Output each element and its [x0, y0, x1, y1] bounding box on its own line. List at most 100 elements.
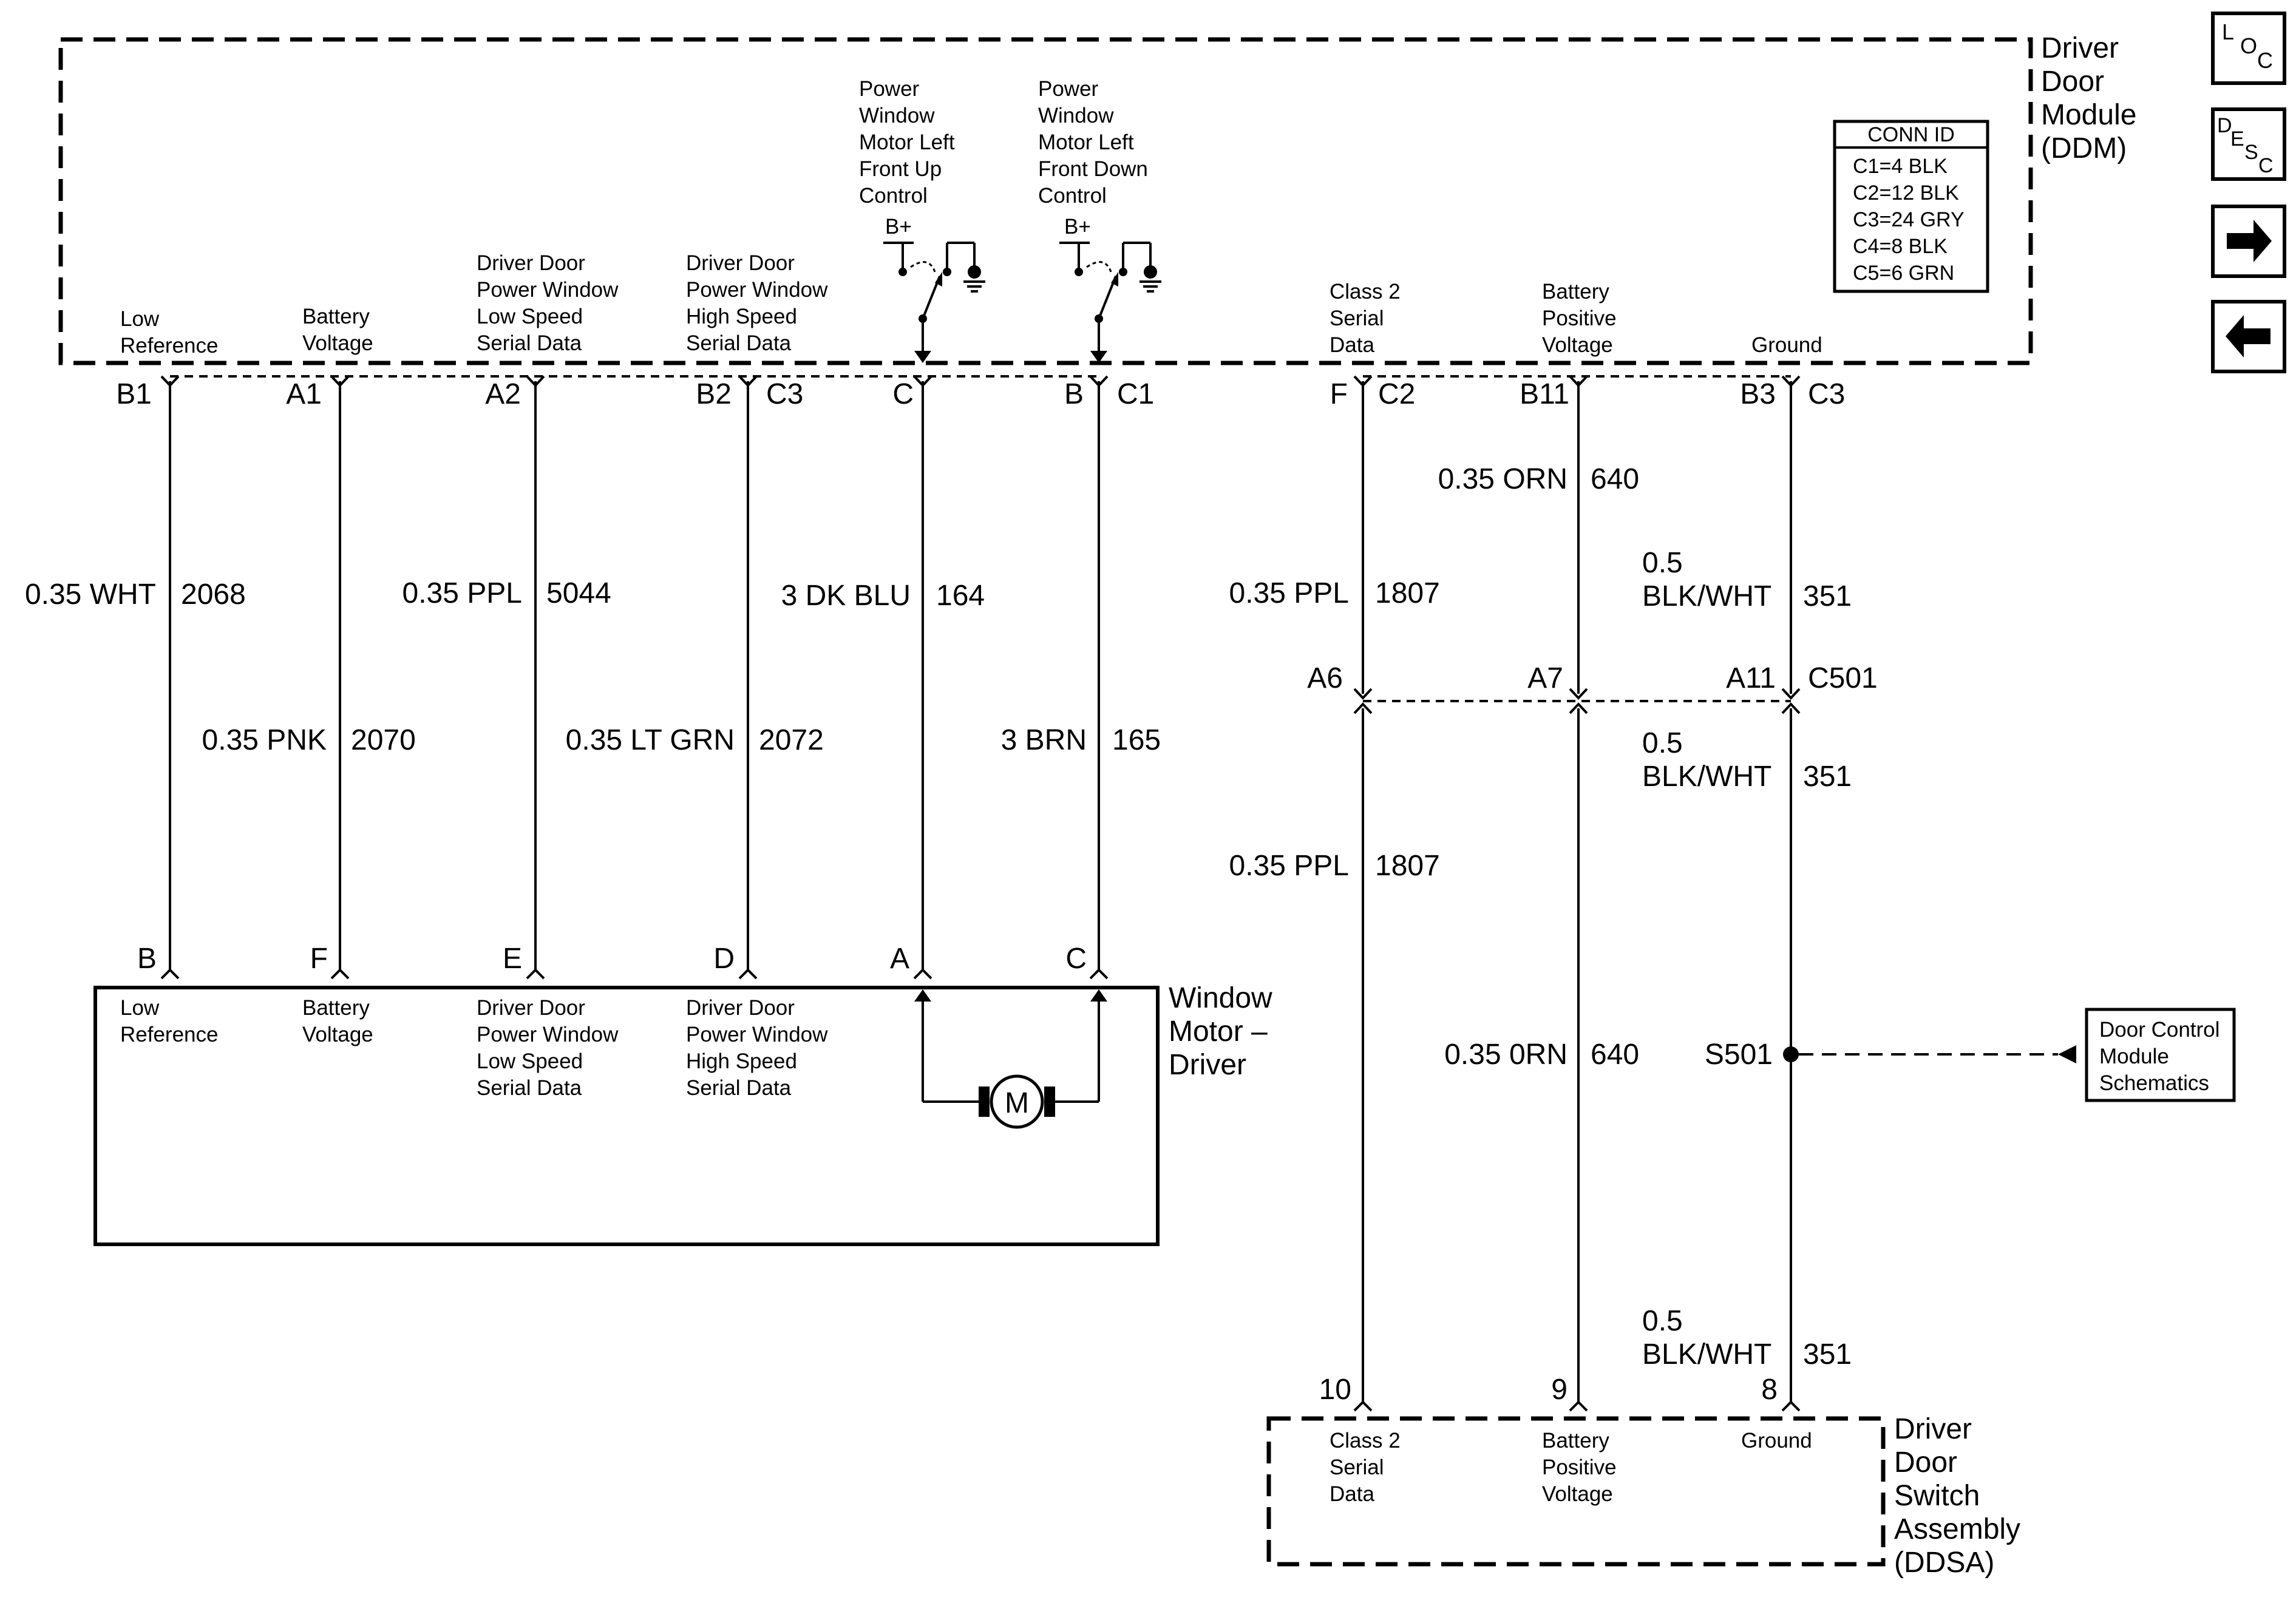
svg-text:B3: B3: [1740, 378, 1776, 410]
svg-text:0.35 PPL: 0.35 PPL: [1229, 577, 1349, 609]
loc-button[interactable]: L O C: [2211, 12, 2286, 85]
svg-text:Serial: Serial: [1330, 307, 1384, 330]
svg-text:Voltage: Voltage: [302, 1023, 373, 1046]
svg-text:Motor Left: Motor Left: [1038, 131, 1134, 154]
svg-text:E: E: [2230, 127, 2244, 151]
svg-text:Front Down: Front Down: [1038, 157, 1148, 181]
svg-text:351: 351: [1803, 761, 1852, 793]
svg-text:Reference: Reference: [120, 334, 218, 358]
svg-text:A2: A2: [485, 378, 521, 410]
svg-text:BLK/WHT: BLK/WHT: [1642, 761, 1771, 793]
svg-text:9: 9: [1551, 1374, 1567, 1406]
svg-text:Ground: Ground: [1741, 1429, 1812, 1453]
svg-text:Battery: Battery: [302, 996, 370, 1020]
svg-text:C3: C3: [766, 378, 803, 410]
prev-button[interactable]: [2211, 300, 2286, 373]
svg-text:1807: 1807: [1375, 577, 1440, 609]
svg-text:Low: Low: [120, 996, 160, 1020]
svg-text:2070: 2070: [351, 724, 416, 756]
svg-text:Motor Left: Motor Left: [859, 131, 955, 154]
svg-text:Power Window: Power Window: [477, 278, 619, 302]
svg-text:351: 351: [1803, 580, 1852, 612]
svg-text:F: F: [310, 943, 328, 975]
svg-text:351: 351: [1803, 1338, 1852, 1371]
svg-text:Driver Door: Driver Door: [477, 251, 585, 275]
svg-text:Power Window: Power Window: [686, 1023, 828, 1046]
next-button[interactable]: [2211, 205, 2286, 278]
svg-text:C: C: [2257, 48, 2273, 73]
ddm-box: [58, 37, 2033, 365]
svg-text:High Speed: High Speed: [686, 305, 797, 328]
circuit-2072: Driver Door Power Window High Speed Seri…: [566, 251, 828, 980]
svg-text:A1: A1: [286, 378, 322, 410]
svg-text:B: B: [1064, 378, 1084, 410]
window-motor-pin-labels: Low Reference Battery Voltage Driver Doo…: [120, 996, 828, 1100]
ddsa-pin-labels: Class 2 Serial Data Battery Positive Vol…: [1330, 1429, 1812, 1506]
svg-text:5044: 5044: [546, 577, 611, 609]
svg-text:Power: Power: [1038, 77, 1099, 101]
svg-text:Control: Control: [859, 184, 928, 208]
svg-text:Door Control: Door Control: [2099, 1018, 2220, 1042]
svg-text:C3=24 GRY: C3=24 GRY: [1853, 208, 1965, 231]
svg-text:Battery: Battery: [1542, 1429, 1609, 1453]
svg-text:B11: B11: [1520, 378, 1569, 410]
svg-text:Power Window: Power Window: [477, 1023, 619, 1046]
svg-text:Data: Data: [1330, 1482, 1374, 1506]
svg-text:C: C: [1065, 943, 1087, 975]
svg-text:0.5: 0.5: [1642, 1305, 1683, 1337]
svg-text:Door: Door: [1894, 1446, 1957, 1479]
svg-text:164: 164: [936, 580, 985, 612]
svg-text:D: D: [713, 943, 735, 975]
svg-text:B+: B+: [885, 215, 912, 239]
svg-text:Driver: Driver: [1894, 1413, 1972, 1445]
arrow-right-icon: [2227, 220, 2272, 262]
svg-text:10: 10: [1319, 1374, 1351, 1406]
svg-text:(DDSA): (DDSA): [1894, 1547, 1994, 1579]
svg-text:0.35 WHT: 0.35 WHT: [25, 578, 156, 611]
svg-text:Driver Door: Driver Door: [686, 251, 795, 275]
svg-text:Module: Module: [2041, 99, 2136, 131]
circuit-5044: Driver Door Power Window Low Speed Seria…: [402, 251, 619, 980]
svg-text:M: M: [1005, 1087, 1029, 1119]
svg-text:0.35 PPL: 0.35 PPL: [402, 577, 522, 609]
svg-text:Positive: Positive: [1542, 1456, 1617, 1479]
svg-text:0.5: 0.5: [1642, 547, 1683, 579]
ddsa-title: Driver Door Switch Assembly (DDSA): [1894, 1413, 2020, 1579]
circuit-1807: Class 2 Serial Data F C2 0.35 PPL 1807 A…: [1229, 280, 1440, 1412]
door-control-module-link[interactable]: Door Control Module Schematics: [2085, 1008, 2236, 1102]
svg-text:165: 165: [1112, 724, 1161, 756]
svg-text:C4=8 BLK: C4=8 BLK: [1853, 235, 1948, 258]
svg-text:Serial Data: Serial Data: [477, 331, 582, 355]
motor-symbol: M: [914, 989, 1107, 1129]
window-motor-title: Window Motor – Driver: [1169, 982, 1272, 1081]
svg-text:C: C: [892, 378, 914, 410]
svg-text:Door: Door: [2041, 66, 2104, 98]
relay-up-control: Power Window Motor Left Front Up Control…: [859, 77, 985, 363]
svg-text:Serial Data: Serial Data: [686, 1076, 792, 1100]
svg-text:Low Speed: Low Speed: [477, 1049, 583, 1073]
svg-text:Ground: Ground: [1751, 333, 1822, 357]
svg-text:Front Up: Front Up: [859, 157, 942, 181]
svg-text:Power Window: Power Window: [686, 278, 828, 302]
svg-text:8: 8: [1761, 1374, 1778, 1406]
circuit-2068: Low Reference B1 0.35 WHT 2068 B: [25, 307, 246, 980]
svg-text:C1: C1: [1117, 378, 1154, 410]
svg-text:CONN ID: CONN ID: [1867, 123, 1955, 146]
svg-text:A7: A7: [1527, 662, 1563, 694]
svg-text:Motor –: Motor –: [1169, 1015, 1268, 1048]
ddm-title: Driver Door Module (DDM): [2041, 32, 2136, 164]
svg-text:Module: Module: [2099, 1045, 2169, 1068]
circuit-351: Ground B3 C3 0.5 BLK/WHT 351 A11 0.5 BLK…: [1642, 333, 1852, 1412]
circuit-165: B C1 3 BRN 165 C: [1001, 375, 1161, 980]
svg-text:Positive: Positive: [1542, 307, 1617, 330]
svg-text:C: C: [2258, 154, 2274, 177]
svg-text:0.35 ORN: 0.35 ORN: [1438, 463, 1567, 495]
svg-text:640: 640: [1591, 463, 1639, 495]
svg-text:S: S: [2244, 141, 2258, 164]
desc-button[interactable]: D E S C: [2211, 107, 2286, 181]
svg-text:Class 2: Class 2: [1330, 1429, 1401, 1453]
circuit-2070: Battery Voltage A1 0.35 PNK 2070 F: [202, 305, 416, 980]
svg-text:Driver Door: Driver Door: [686, 996, 795, 1020]
svg-text:A11: A11: [1726, 662, 1776, 694]
